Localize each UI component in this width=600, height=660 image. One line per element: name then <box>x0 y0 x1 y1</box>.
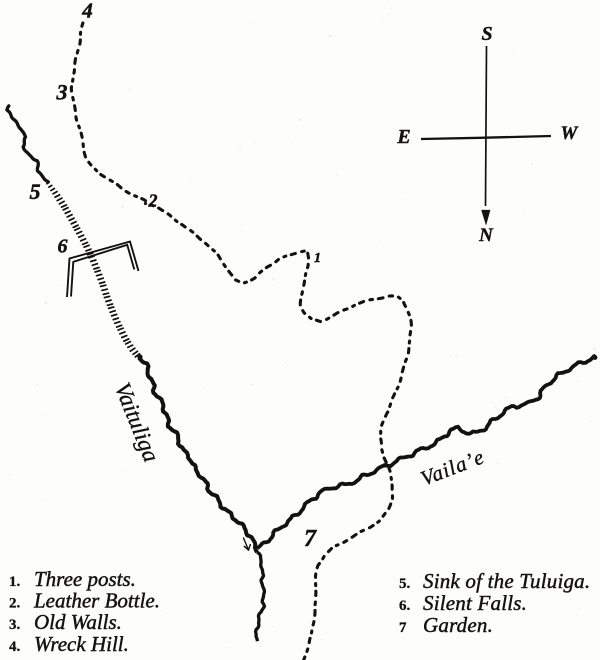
svg-text:5: 5 <box>30 179 41 204</box>
svg-text:N: N <box>478 225 494 246</box>
svg-text:Three posts.: Three posts. <box>34 567 136 591</box>
svg-text:S: S <box>481 23 492 45</box>
svg-text:Garden.: Garden. <box>423 613 493 637</box>
svg-text:Leather Bottle.: Leather Bottle. <box>33 589 160 613</box>
svg-text:E: E <box>396 126 410 148</box>
svg-text:1: 1 <box>314 251 321 266</box>
svg-text:1.: 1. <box>9 574 21 590</box>
svg-text:2: 2 <box>148 191 158 211</box>
svg-text:Old Walls.: Old Walls. <box>34 610 122 634</box>
svg-text:6.: 6. <box>399 598 411 614</box>
svg-text:Silent Falls.: Silent Falls. <box>423 591 527 615</box>
svg-text:4: 4 <box>81 0 93 23</box>
svg-text:W: W <box>561 123 579 144</box>
svg-text:2.: 2. <box>9 596 21 612</box>
svg-text:4.: 4. <box>9 639 21 655</box>
svg-text:7: 7 <box>399 620 407 636</box>
svg-text:7: 7 <box>304 526 317 552</box>
svg-text:Wreck Hill.: Wreck Hill. <box>34 632 129 656</box>
svg-text:3.: 3. <box>9 617 21 633</box>
svg-text:3: 3 <box>56 80 68 105</box>
svg-text:6: 6 <box>58 236 68 258</box>
svg-text:Sink of the Tuluiga.: Sink of the Tuluiga. <box>423 569 590 593</box>
svg-text:5.: 5. <box>399 576 411 592</box>
